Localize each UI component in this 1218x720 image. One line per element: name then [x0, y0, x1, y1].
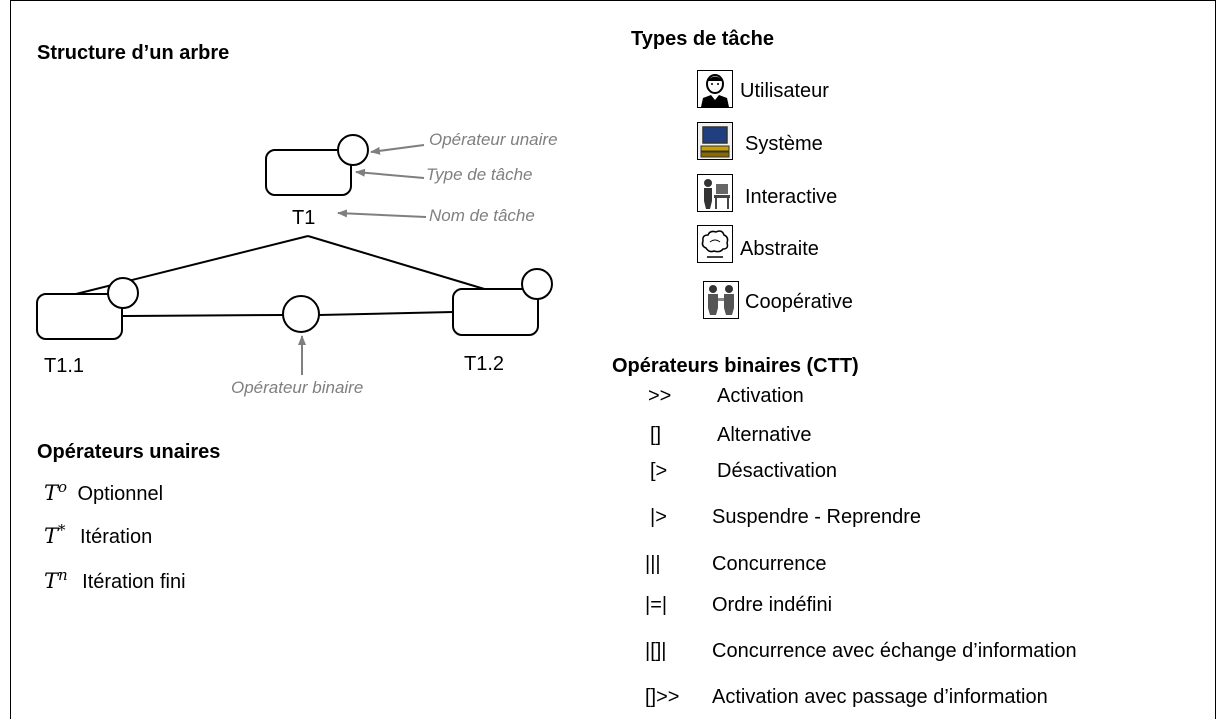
binary-label-activation-passing: Activation avec passage d’information [712, 686, 1048, 708]
right-task-label: T1.2 [464, 353, 505, 375]
unary-symbol: To [44, 478, 68, 505]
left-task-node [36, 293, 123, 340]
binary-symbol-activation-passing: []>> [645, 686, 680, 708]
task-types-title: Types de tâche [631, 28, 775, 50]
unary-label: Optionnel [77, 483, 164, 505]
root-unary-operator [337, 134, 369, 166]
annotation-task-type: Type de tâche [426, 165, 533, 184]
unary-label: Itération fini [82, 571, 186, 593]
binary-label-deactivation: Désactivation [717, 460, 838, 482]
annotation-task-name: Nom de tâche [429, 206, 535, 225]
abstract-icon [697, 225, 733, 263]
diagram-frame [10, 0, 1216, 719]
task-type-system-label: Système [745, 133, 823, 155]
binary-symbol-undefined-order: |=| [645, 594, 668, 616]
binary-label-concurrency: Concurrence [712, 553, 827, 575]
binary-symbol-concurrency: ||| [645, 553, 661, 575]
root-task-label: T1 [292, 207, 316, 229]
arrow-type-annotation [355, 168, 425, 179]
task-type-interactive-label: Interactive [745, 186, 838, 208]
binary-symbol-deactivation: [> [650, 460, 668, 482]
binary-label-concurrency-exchange: Concurrence avec échange d’information [712, 640, 1077, 662]
binary-symbol-activation: >> [648, 385, 672, 407]
unary-item-iteration: T* Itération [44, 521, 152, 549]
interactive-icon [697, 174, 733, 212]
system-icon [697, 122, 733, 160]
arrow-name-annotation [337, 209, 427, 218]
binary-label-activation: Activation [717, 385, 804, 407]
binary-operator-node [282, 295, 320, 333]
task-type-user-label: Utilisateur [740, 80, 829, 102]
binary-label-alternative: Alternative [717, 424, 812, 446]
binary-symbol-concurrency-exchange: |[]| [645, 640, 667, 662]
unary-item-optional: To Optionnel [44, 478, 163, 506]
root-task-node [265, 149, 352, 196]
unary-symbol: Tn [44, 566, 68, 593]
arrow-unary-annotation [370, 144, 425, 155]
right-unary-operator [521, 268, 553, 300]
user-icon [697, 70, 733, 108]
left-task-label: T1.1 [44, 355, 85, 377]
left-unary-operator [107, 277, 139, 309]
edge-root-right [307, 235, 492, 292]
annotation-unary-operator: Opérateur unaire [429, 130, 558, 149]
annotation-binary-operator: Opérateur binaire [231, 378, 364, 397]
binary-label-undefined-order: Ordre indéfini [712, 594, 833, 616]
binary-symbol-alternative: [] [650, 424, 662, 446]
unary-label: Itération [79, 526, 153, 548]
task-type-cooperative-label: Coopérative [745, 291, 853, 313]
right-task-node [452, 288, 539, 336]
edge-binary-right [318, 311, 454, 316]
task-type-abstract-label: Abstraite [740, 238, 819, 260]
binary-symbol-suspend-resume: |> [650, 506, 667, 528]
cooperative-icon [703, 281, 739, 319]
binary-section-title: Opérateurs binaires (CTT) [612, 355, 859, 377]
unary-section-title: Opérateurs unaires [37, 441, 221, 463]
binary-label-suspend-resume: Suspendre - Reprendre [712, 506, 922, 528]
unary-item-finite-iteration: Tn Itération fini [44, 566, 186, 594]
edge-left-binary [120, 314, 284, 317]
tree-section-title: Structure d’un arbre [37, 42, 230, 64]
unary-symbol: T* [44, 521, 66, 548]
